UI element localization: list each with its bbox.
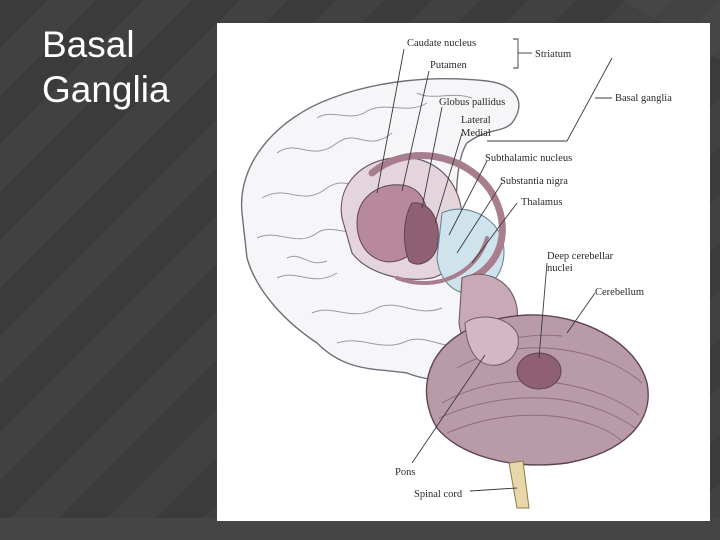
leader-lines [376, 38, 613, 492]
label-medial: Medial [461, 128, 491, 139]
label-striatum: Striatum [535, 49, 571, 60]
brain-figure: Caudate nucleus Putamen Striatum Globus … [217, 23, 710, 521]
label-spinal-cord: Spinal cord [414, 489, 463, 500]
label-deep-cerebellar-nuclei: nuclei [547, 263, 573, 274]
slide-title: Basal Ganglia [42, 24, 170, 111]
label-deep-cerebellar: Deep cerebellar [547, 251, 614, 262]
pons-region [464, 316, 519, 366]
label-caudate: Caudate nucleus [407, 38, 476, 49]
caudate-arc [368, 152, 506, 282]
label-lateral: Lateral [461, 115, 491, 126]
slide-bottom-band [0, 518, 720, 540]
label-cerebellum: Cerebellum [595, 287, 644, 298]
cerebellum-region [425, 314, 649, 466]
spinal-cord [508, 460, 530, 509]
label-thalamus: Thalamus [521, 197, 562, 208]
label-substantia-nigra: Substantia nigra [500, 176, 568, 187]
deep-cerebellar-nuclei-region [516, 352, 562, 390]
label-subthalamic: Subthalamic nucleus [485, 153, 572, 164]
globus-pallidus-region [404, 202, 439, 265]
label-basal-ganglia: Basal ganglia [615, 93, 672, 104]
label-globus-pallidus: Globus pallidus [439, 97, 505, 108]
label-putamen: Putamen [430, 60, 467, 71]
label-pons: Pons [395, 467, 415, 478]
brain-illustration: Caudate nucleus Putamen Striatum Globus … [240, 38, 672, 509]
cortex-gyri [256, 92, 473, 348]
